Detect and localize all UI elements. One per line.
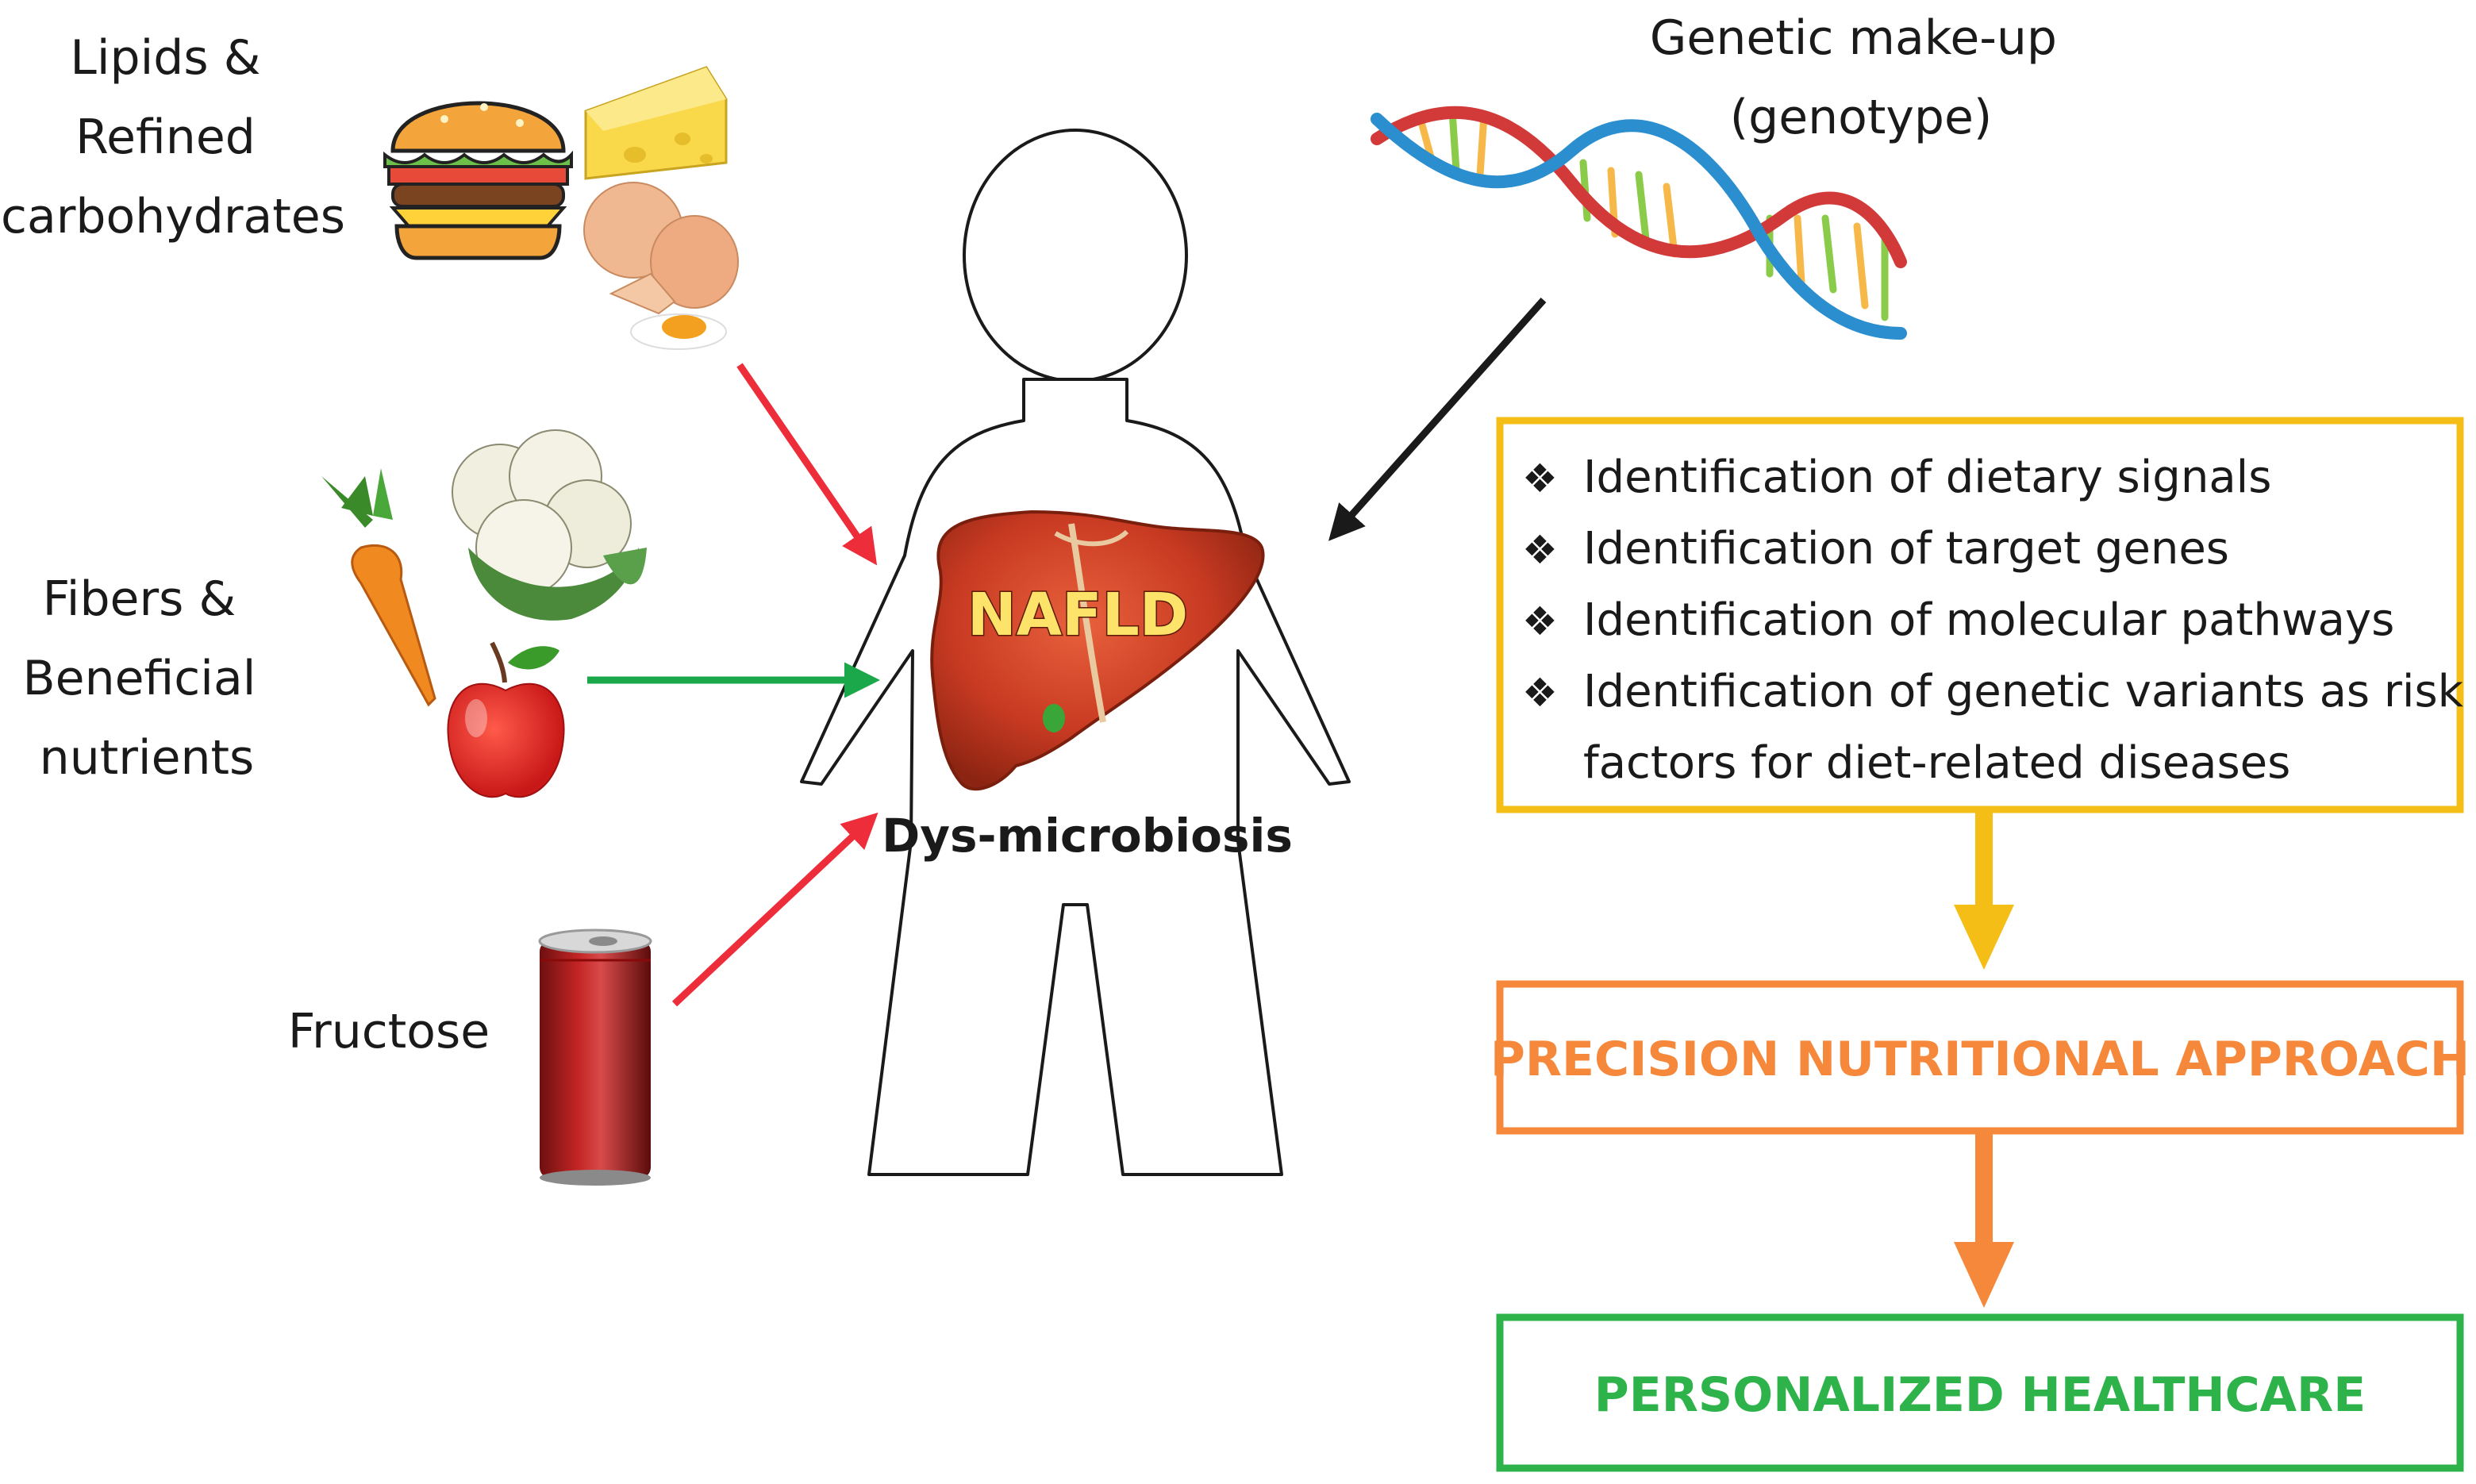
apple-icon (447, 641, 565, 798)
burger-icon (383, 101, 573, 260)
list-bullet: ❖ (1522, 456, 1558, 502)
lipids-label: Lipids & Refined carbohydrates (1, 30, 345, 244)
fructose-arrow (671, 812, 879, 1007)
head-outline (963, 129, 1188, 383)
yellow-connector-head (1954, 905, 2014, 970)
liver-illustration: NAFLD (930, 509, 1265, 791)
eggs-icon (583, 182, 739, 350)
orange-connector-shaft (1975, 1131, 1993, 1242)
genetic-label-line-1: Genetic make-up (1650, 10, 2057, 66)
personalized-healthcare-box (1496, 1313, 2464, 1472)
carrot-icon (321, 468, 436, 707)
cheese-icon (584, 66, 728, 180)
lipids-label-line-3: carbohydrates (1, 189, 345, 244)
list-bullet: ❖ (1522, 598, 1558, 644)
personalized-healthcare-label: PERSONALIZED HEALTHCARE (1594, 1367, 2366, 1423)
fructose-label: Fructose (288, 1004, 490, 1059)
nafld-label: NAFLD (967, 581, 1188, 649)
soda-can-icon (538, 928, 652, 1186)
gallbladder (1043, 704, 1065, 732)
identification-box (1496, 417, 2464, 813)
torso-outline (800, 378, 1351, 1176)
liver-ligament-top (1054, 529, 1129, 547)
fibers-label: Fibers & Beneficial nutrients (23, 571, 271, 786)
list-bullet: ❖ (1522, 670, 1558, 716)
lipids-arrow (736, 363, 878, 566)
fibers-label-line-1: Fibers & (43, 571, 236, 627)
list-item: Identification of genetic variants as ri… (1583, 666, 2464, 717)
genetic-arrow (1328, 298, 1547, 541)
list-item-continuation: factors for diet-related diseases (1583, 737, 2290, 789)
list-item: Identification of target genes (1583, 523, 2229, 575)
genetic-label: Genetic make-up (genotype) (1650, 10, 2072, 145)
precision-nutrition-label: PRECISION NUTRITIONAL APPROACH (1490, 1032, 2470, 1087)
yellow-connector-shaft (1975, 809, 1993, 905)
dysmicrobiosis-label: Dys-microbiosis (882, 809, 1293, 863)
cauliflower-icon (452, 429, 647, 621)
lipids-label-line-1: Lipids & (70, 30, 260, 86)
orange-connector-head (1954, 1242, 2014, 1308)
identification-list: ❖ Identification of dietary signals ❖ Id… (1522, 452, 2464, 789)
dna-helix-icon (1371, 106, 1907, 340)
fibers-label-line-3: nutrients (40, 730, 255, 786)
precision-nutrition-box (1496, 980, 2464, 1135)
fibers-label-line-2: Beneficial (23, 651, 256, 706)
list-item: Identification of molecular pathways (1583, 594, 2394, 646)
list-bullet: ❖ (1522, 527, 1558, 573)
lipids-label-line-2: Refined (75, 110, 256, 165)
list-item: Identification of dietary signals (1583, 452, 2271, 503)
genetic-label-line-2: (genotype) (1730, 90, 1993, 145)
liver-shape (930, 509, 1265, 791)
